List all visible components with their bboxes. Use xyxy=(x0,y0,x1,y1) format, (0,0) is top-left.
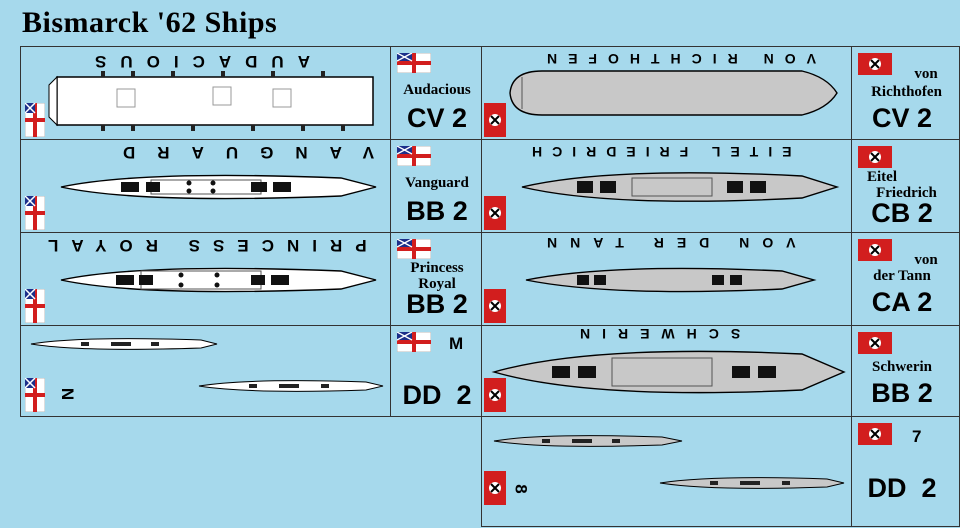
ship-name-line2: der Tann xyxy=(873,268,931,284)
flotilla-mark: M xyxy=(449,334,464,353)
war-ensign-icon xyxy=(858,423,892,445)
ship-code: CA 2 xyxy=(871,287,933,317)
hull-text-von-der-tann: VON DER TANN xyxy=(534,235,796,251)
war-ensign-icon xyxy=(858,146,892,168)
hull-text-eitel-friedrich: EITEL FRIEDRICH xyxy=(522,144,792,160)
battleship-hull-icon xyxy=(60,174,377,200)
side-mark: 8 xyxy=(511,484,531,494)
hull-text-princess-royal: PRINCESS ROYAL xyxy=(35,236,367,255)
battleship-hull-icon xyxy=(60,267,377,293)
counter-schwerin-ship[interactable]: SCHWERIN xyxy=(481,325,852,417)
cruiser-hull-icon xyxy=(525,267,817,293)
hull-text-schwerin: SCHWERIN xyxy=(568,326,741,342)
label-vanguard: Vanguard BB 2 xyxy=(390,139,482,233)
ship-name-line2: Royal xyxy=(418,276,456,292)
war-ensign-icon xyxy=(858,53,892,75)
ship-code: BB 2 xyxy=(406,196,468,226)
hull-text-von-richthofen: VON RICHTHOFEN xyxy=(536,51,816,67)
ship-name-line1: von xyxy=(914,252,938,268)
white-ensign-icon xyxy=(25,289,45,323)
label-von-der-tann: von der Tann CA 2 xyxy=(851,232,960,326)
ship-code: CV 2 xyxy=(871,103,933,133)
ship-name-line1: von xyxy=(914,66,938,82)
ship-name: Schwerin xyxy=(872,359,932,375)
war-ensign-icon xyxy=(484,103,506,137)
hull-text-vanguard: VANGUARD xyxy=(101,143,374,162)
white-ensign-icon xyxy=(397,332,431,352)
war-ensign-icon xyxy=(858,239,892,261)
counter-german-destroyers[interactable]: 8 xyxy=(481,416,852,527)
counter-british-destroyers[interactable]: N xyxy=(20,325,391,417)
ship-name-line1: Princess xyxy=(410,260,464,276)
counter-princess-royal-ship[interactable]: PRINCESS ROYAL xyxy=(20,232,391,326)
ship-code: BB 2 xyxy=(871,378,933,408)
war-ensign-icon xyxy=(858,332,892,354)
ship-code: CB 2 xyxy=(871,198,933,228)
carrier-hull-icon xyxy=(48,71,374,131)
carrier-hull-icon xyxy=(509,70,838,116)
flotilla-mark: 7 xyxy=(912,427,922,446)
counter-audacious-ship[interactable]: AUDACIOUS xyxy=(20,46,391,140)
ship-name-line1: Eitel xyxy=(867,169,897,185)
label-princess-royal: Princess Royal BB 2 xyxy=(390,232,482,326)
ship-name: Vanguard xyxy=(405,175,469,191)
label-british-destroyers: M DD 2 xyxy=(390,325,482,417)
counter-von-der-tann-ship[interactable]: VON DER TANN xyxy=(481,232,852,326)
label-german-destroyers: 7 DD 2 xyxy=(851,416,960,527)
white-ensign-icon xyxy=(397,146,431,166)
war-ensign-icon xyxy=(484,196,506,230)
ship-code: CV 2 xyxy=(406,103,468,133)
hull-text-audacious: AUDACIOUS xyxy=(81,52,310,71)
ship-name: Audacious xyxy=(403,82,471,98)
counter-vanguard-ship[interactable]: VANGUARD xyxy=(20,139,391,233)
white-ensign-icon xyxy=(25,196,45,230)
ship-code: BB 2 xyxy=(406,289,468,319)
side-mark: N xyxy=(58,387,78,401)
destroyer-hull-icon xyxy=(30,338,384,392)
label-von-richthofen: von Richthofen CV 2 xyxy=(851,46,960,140)
label-schwerin: Schwerin BB 2 xyxy=(851,325,960,417)
ship-code: DD 2 xyxy=(867,473,937,503)
white-ensign-icon xyxy=(397,53,431,73)
white-ensign-icon xyxy=(397,239,431,259)
counter-eitel-friedrich-ship[interactable]: EITEL FRIEDRICH xyxy=(481,139,852,233)
war-ensign-icon xyxy=(484,378,506,412)
white-ensign-icon xyxy=(25,378,45,412)
battleship-hull-icon xyxy=(491,350,846,394)
label-audacious: Audacious CV 2 xyxy=(390,46,482,140)
war-ensign-icon xyxy=(484,471,506,505)
label-eitel-friedrich: Eitel Friedrich CB 2 xyxy=(851,139,960,233)
ship-name-line2: Richthofen xyxy=(871,84,942,100)
page-title: Bismarck '62 Ships xyxy=(22,6,278,39)
battlecruiser-hull-icon xyxy=(521,172,840,202)
ship-code: DD 2 xyxy=(402,380,472,410)
destroyer-hull-icon xyxy=(493,435,845,489)
war-ensign-icon xyxy=(484,289,506,323)
counter-von-richthofen-ship[interactable]: VON RICHTHOFEN xyxy=(481,46,852,140)
white-ensign-icon xyxy=(25,103,45,137)
ship-name-line2: Friedrich xyxy=(876,185,937,201)
